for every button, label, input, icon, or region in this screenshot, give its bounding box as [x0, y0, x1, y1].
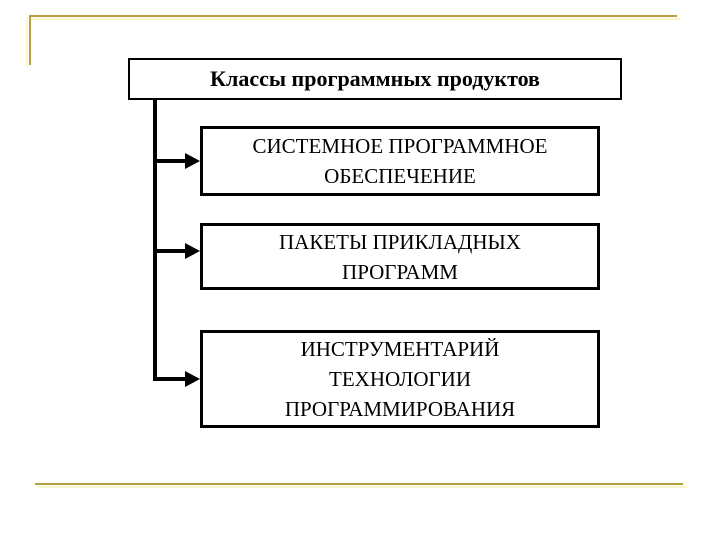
top-left-accent-corner-highlight — [26, 17, 28, 67]
node-label-line: СИСТЕМНОЕ ПРОГРАММНОЕ — [252, 134, 548, 158]
node-label-line: ИНСТРУМЕНТАРИЙ — [300, 337, 500, 361]
connector-arrow-programming-tools — [153, 371, 200, 387]
arrow-head-icon — [185, 371, 200, 387]
node-label-line: ПРОГРАММИРОВАНИЯ — [284, 397, 516, 421]
arrow-shaft — [153, 377, 186, 381]
connector-arrow-application-packages — [153, 243, 200, 259]
node-label-line: ТЕХНОЛОГИИ — [329, 367, 471, 391]
node-system-software: СИСТЕМНОЕ ПРОГРАММНОЕ ОБЕСПЕЧЕНИЕ — [200, 126, 600, 196]
arrow-shaft — [153, 249, 186, 253]
diagram-title-box: Классы программных продуктов — [128, 58, 622, 100]
connector-arrow-system-software — [153, 153, 200, 169]
arrow-head-icon — [185, 153, 200, 169]
top-left-accent-corner — [29, 15, 31, 65]
arrow-shaft — [153, 159, 186, 163]
node-application-packages: ПАКЕТЫ ПРИКЛАДНЫХ ПРОГРАММ — [200, 223, 600, 290]
top-accent-line-highlight — [31, 18, 681, 20]
node-label-line: ПАКЕТЫ ПРИКЛАДНЫХ — [279, 229, 521, 254]
arrow-head-icon — [185, 243, 200, 259]
node-label-line: ОБЕСПЕЧЕНИЕ — [324, 164, 476, 188]
diagram-title: Классы программных продуктов — [210, 66, 540, 91]
connector-trunk-line — [153, 100, 157, 381]
node-label-line: ПРОГРАММ — [342, 259, 458, 284]
bottom-accent-line — [35, 483, 683, 485]
bottom-accent-line-highlight — [37, 486, 687, 488]
top-accent-line — [29, 15, 677, 17]
node-programming-tools: ИНСТРУМЕНТАРИЙ ТЕХНОЛОГИИ ПРОГРАММИРОВАН… — [200, 330, 600, 428]
